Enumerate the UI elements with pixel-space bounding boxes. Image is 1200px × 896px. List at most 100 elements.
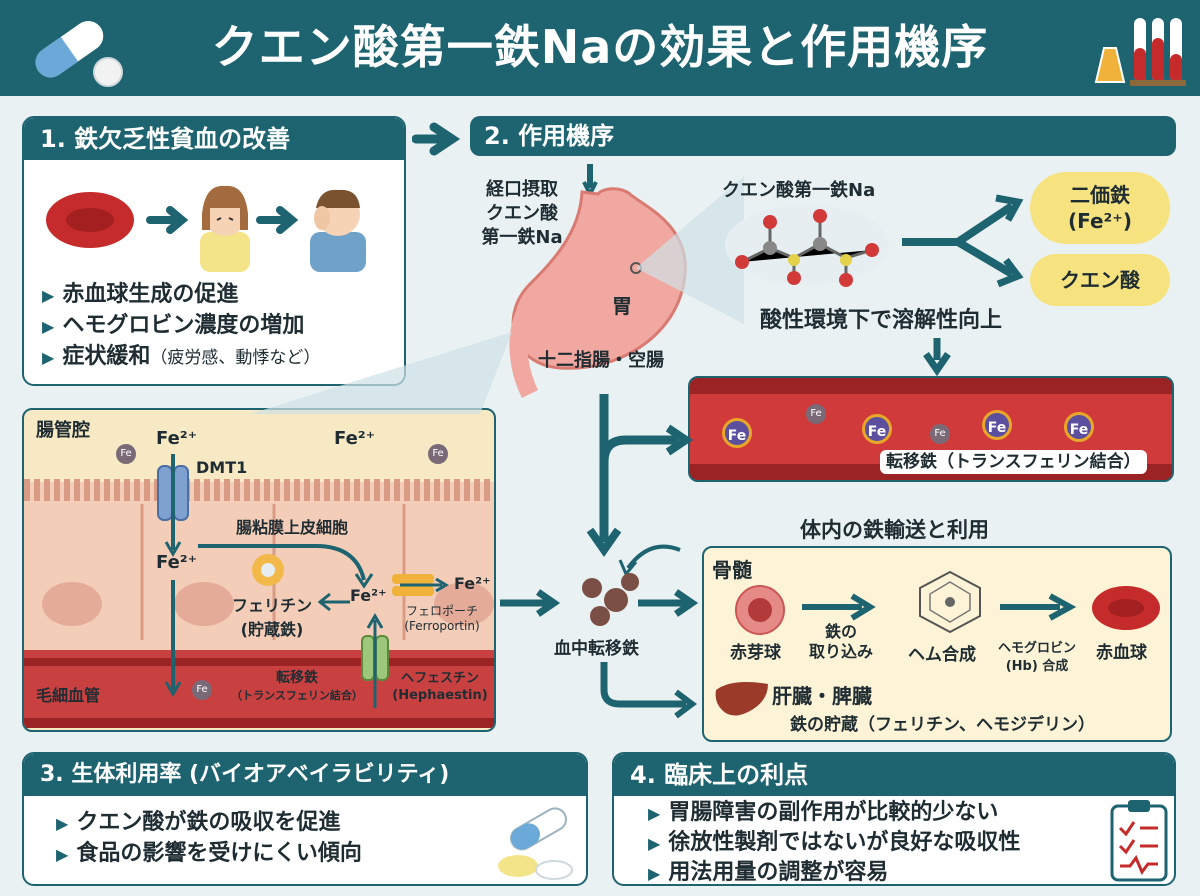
fe2-label: Fe²⁺ <box>454 574 491 593</box>
dmt1-transporter-icon <box>157 454 189 697</box>
transferrin-label: 転移鉄 （トランスフェリン結合） <box>231 670 363 702</box>
list-item: ▶赤血球生成の促進 <box>42 282 239 307</box>
arrow-down-icon <box>923 338 951 376</box>
ferrous-iron-bubble: 二価鉄 (Fe²⁺) <box>1030 172 1170 244</box>
arrow-right-icon <box>638 589 699 617</box>
zoom-wedge-intestine <box>250 332 512 414</box>
fe2-label: Fe²⁺ <box>334 428 376 449</box>
section4-bullets: ▶胃腸障害の副作用が比較的少ない ▶徐放性製剤ではないが良好な吸収性 ▶用法用量… <box>648 798 1088 888</box>
iron-ion-icon: Fe <box>116 444 136 464</box>
iron-ion-icon: Fe <box>806 404 826 424</box>
bone-marrow-label: 骨髄 <box>712 558 752 582</box>
section3-panel: 3. 生体利用率 (バイオアベイラビリティ) <box>22 752 588 886</box>
iron-ion-icon: Fe <box>192 680 212 700</box>
red-blood-cell-icon <box>46 192 134 248</box>
fe2-label: Fe²⁺ <box>156 428 198 449</box>
duodenum-label: 十二指腸・空腸 <box>538 350 664 371</box>
ferroportin-label: フェロポーチ (Ferroportin) <box>404 604 480 633</box>
triangle-icon: ▶ <box>56 814 69 833</box>
iron-transferrin-icon: Fe <box>722 418 752 448</box>
headache-man-icon <box>310 189 366 272</box>
section2-title: 2. 作用機序 <box>484 122 615 150</box>
arrow-right-icon <box>1000 593 1077 621</box>
section1-illustration <box>46 185 366 272</box>
zoom-wedge <box>636 176 744 324</box>
iron-transferrin-icon: Fe <box>862 414 892 444</box>
section1-bullets: ▶赤血球生成の促進 ▶ヘモグロビン濃度の増加 ▶症状緩和（疲労感、動悸など） <box>42 280 402 373</box>
lumen-label: 腸管腔 <box>36 420 90 441</box>
section1-title: 1. 鉄欠乏性貧血の改善 <box>24 118 404 160</box>
molecule-icon <box>725 205 889 287</box>
curved-arrow <box>198 544 374 589</box>
triangle-icon: ▶ <box>42 286 55 305</box>
storage-label: 鉄の貯蔵（フェリチン、ヘモジデリン） <box>790 715 1095 735</box>
blood-iron-label: 血中転移鉄 <box>554 639 639 659</box>
hephaestin-icon <box>361 613 389 708</box>
capillary-label: 毛細血管 <box>36 686 101 705</box>
section3-title: 3. 生体利用率 (バイオアベイラビリティ) <box>24 754 586 796</box>
triangle-icon: ▶ <box>648 864 661 883</box>
fe2-label: Fe²⁺ <box>156 552 198 573</box>
section3-bullets: ▶クエン酸が鉄の吸収を促進 ▶食品の影響を受けにくい傾向 <box>56 808 476 870</box>
citric-acid-bubble: クエン酸 <box>1030 254 1170 306</box>
arrow-right-icon <box>500 589 561 617</box>
arrow-left-icon <box>317 592 350 612</box>
dmt1-label: DMT1 <box>196 458 248 477</box>
heme-icon <box>919 570 981 634</box>
list-item: ▶胃腸障害の副作用が比較的少ない <box>648 800 999 825</box>
triangle-icon: ▶ <box>648 804 661 823</box>
triangle-icon: ▶ <box>648 834 661 853</box>
flow-arrows <box>586 394 694 557</box>
rbc-label: 赤血球 <box>1096 643 1147 663</box>
epithelial-cells <box>24 479 494 640</box>
ferritin-icon <box>252 554 284 586</box>
ferritin-label: フェリチン (貯蔵鉄) <box>231 596 312 639</box>
list-item: ▶クエン酸が鉄の吸収を促進 <box>56 810 341 835</box>
list-item: ▶ヘモグロビン濃度の増加 <box>42 313 305 338</box>
transport-title: 体内の鉄輸送と利用 <box>800 518 989 542</box>
stomach-label: 胃 <box>612 294 632 318</box>
list-item: ▶用法用量の調整が容易 <box>648 860 889 885</box>
split-arrows <box>902 194 1024 288</box>
heme-label: ヘム合成 <box>908 645 976 665</box>
fe2-label: Fe²⁺ <box>350 586 387 605</box>
liver-icon <box>715 682 768 716</box>
header-bar <box>0 0 1200 96</box>
arrow-right-icon <box>802 593 876 621</box>
triangle-icon: ▶ <box>56 845 69 864</box>
stomach-icon <box>509 164 687 399</box>
clipboard-icon <box>1110 800 1168 882</box>
page-title: クエン酸第一鉄Naの効果と作用機序 <box>211 20 989 74</box>
tired-woman-icon <box>200 185 250 272</box>
pill-capsule-icon <box>35 20 123 87</box>
section4-title: 4. 臨床上の利点 <box>614 754 1174 796</box>
triangle-icon: ▶ <box>42 317 55 336</box>
iron-transferrin-icon: Fe <box>1064 412 1094 442</box>
red-blood-cell-icon <box>1092 586 1160 630</box>
iron-transferrin-icon: Fe <box>982 410 1012 440</box>
triangle-icon: ▶ <box>42 348 55 367</box>
vessel-label: 転移鉄（トランスフェリン結合） <box>880 450 1147 474</box>
molecule-label: クエン酸第一鉄Na <box>722 180 876 201</box>
list-item: ▶症状緩和（疲労感、動悸など） <box>42 344 321 369</box>
hephaestin-label: ヘフェスチン (Hephaestin) <box>392 671 488 703</box>
ferroportin-icon <box>392 574 449 596</box>
dissolution-label: 酸性環境下で溶解性向上 <box>760 308 1003 333</box>
oral-intake-label: 経口摂取 クエン酸 第一鉄Na <box>481 179 563 248</box>
section4-panel: 4. 臨床上の利点 <box>612 752 1176 886</box>
epithelium-label: 腸粘膜上皮細胞 <box>236 518 349 537</box>
hb-label: ヘモグロビン (Hb) 合成 <box>997 641 1076 674</box>
erythroblast-label: 赤芽球 <box>730 643 781 663</box>
list-item: ▶徐放性製剤ではないが良好な吸収性 <box>648 830 1021 855</box>
iron-ion-icon: Fe <box>930 424 950 444</box>
arrow-right-icon <box>412 122 461 156</box>
section2-title-bar: 2. 作用機序 <box>470 116 1176 156</box>
pills-icon <box>498 807 573 880</box>
erythroblast-icon <box>735 585 785 635</box>
list-item: ▶食品の影響を受けにくい傾向 <box>56 841 362 866</box>
iron-ion-icon: Fe <box>428 444 448 464</box>
arrow-to-liver <box>600 662 697 719</box>
liver-label: 肝臓・脾臓 <box>772 684 872 708</box>
blood-iron-cluster-icon <box>582 544 681 626</box>
uptake-label: 鉄の 取り込み <box>808 622 873 661</box>
